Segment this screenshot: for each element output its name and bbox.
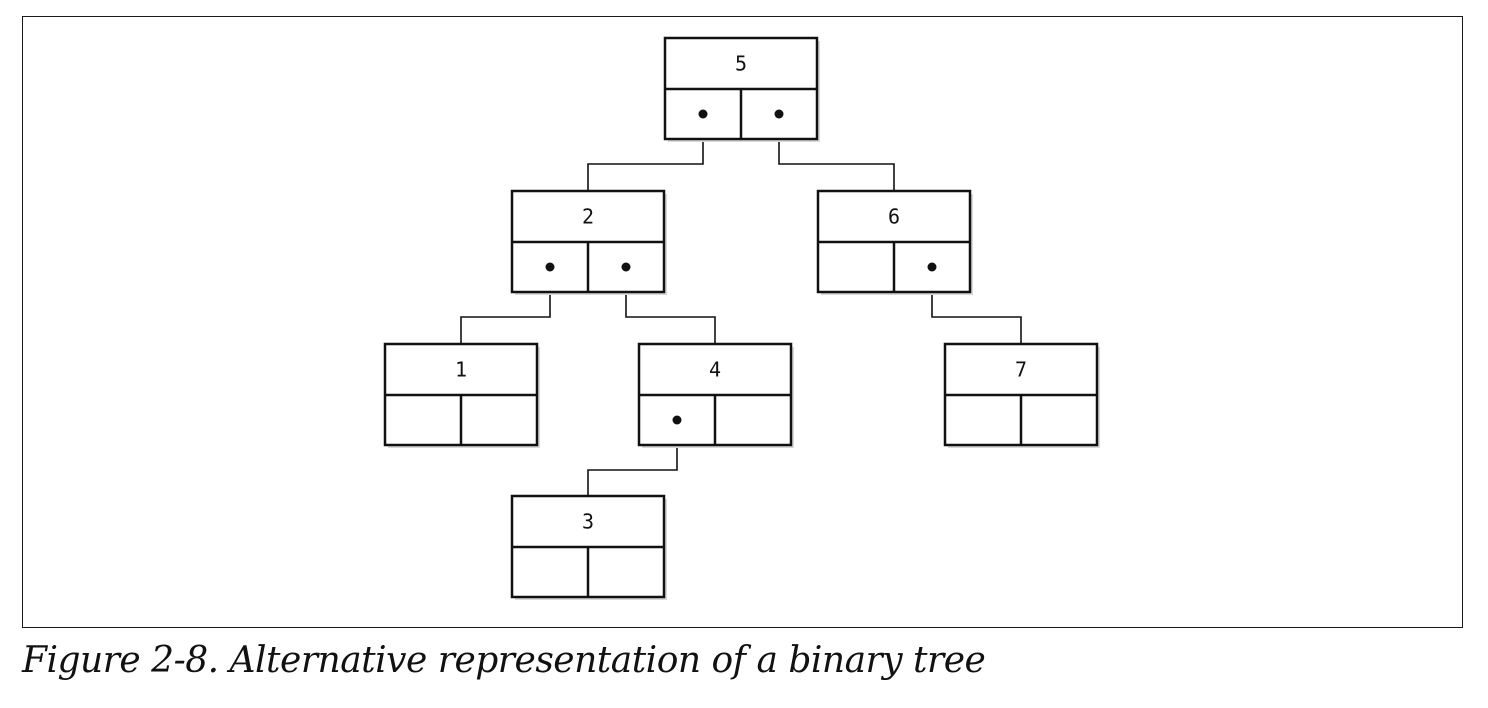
figure-caption: Figure 2-8. Alternative representation o…: [22, 640, 986, 681]
tree-node-7: 7: [943, 342, 1100, 448]
figure-frame: [22, 16, 1463, 628]
pointer-dot: [698, 109, 708, 119]
nodes-layer: 5 2 6 1 4 7 3: [383, 36, 1100, 600]
tree-node-1: 1: [383, 342, 540, 448]
node-value-label: 6: [888, 205, 900, 229]
node-value-label: 5: [735, 52, 747, 76]
tree-node-4: 4: [637, 342, 794, 448]
pointer-dot: [774, 109, 784, 119]
tree-node-2: 2: [510, 189, 667, 295]
node-value-label: 4: [709, 358, 721, 382]
tree-node-5: 5: [663, 36, 820, 142]
node-value-label: 3: [582, 510, 594, 534]
pointer-dot: [545, 262, 555, 272]
pointer-dot: [621, 262, 631, 272]
binary-tree-diagram: 5 2 6 1 4 7 3: [383, 36, 1100, 600]
tree-node-3: 3: [510, 494, 667, 600]
node-value-label: 2: [582, 205, 594, 229]
node-value-label: 7: [1015, 358, 1027, 382]
node-value-label: 1: [455, 358, 467, 382]
pointer-dot: [672, 415, 682, 425]
pointer-dots-layer: [545, 109, 937, 425]
pointer-dot: [927, 262, 937, 272]
tree-node-6: 6: [816, 189, 973, 295]
